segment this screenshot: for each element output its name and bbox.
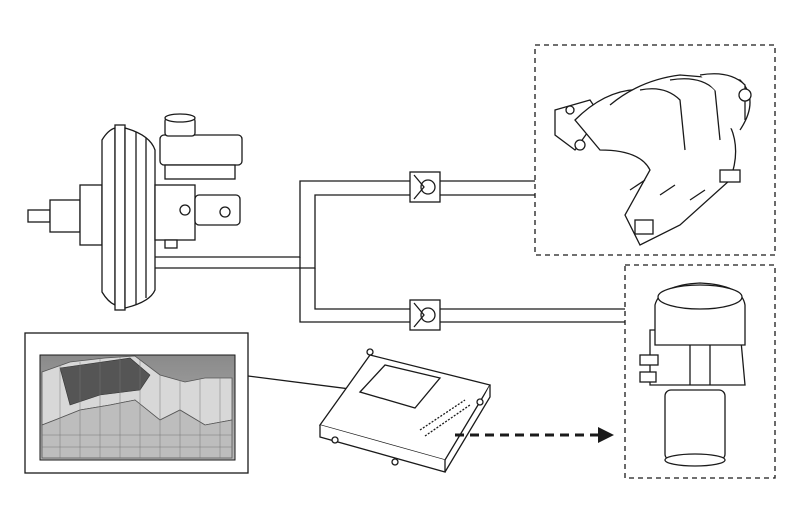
control-map-frame [24, 332, 249, 474]
control-map-surface [39, 354, 236, 461]
vacuum-pipe-upper [155, 180, 535, 269]
electric-vacuum-pump-icon [639, 282, 746, 467]
master-cylinder-icon [154, 113, 243, 249]
control-module-icon [318, 348, 492, 473]
intake-manifold-frame [534, 44, 776, 256]
vacuum-pump-frame [624, 264, 776, 479]
check-valve-lower-icon [409, 299, 441, 331]
brake-booster-icon [27, 124, 156, 311]
intake-manifold-icon [554, 73, 752, 246]
check-valve-upper-icon [409, 171, 441, 203]
vacuum-pipe-lower [299, 257, 625, 323]
signal-arrow [455, 427, 614, 443]
